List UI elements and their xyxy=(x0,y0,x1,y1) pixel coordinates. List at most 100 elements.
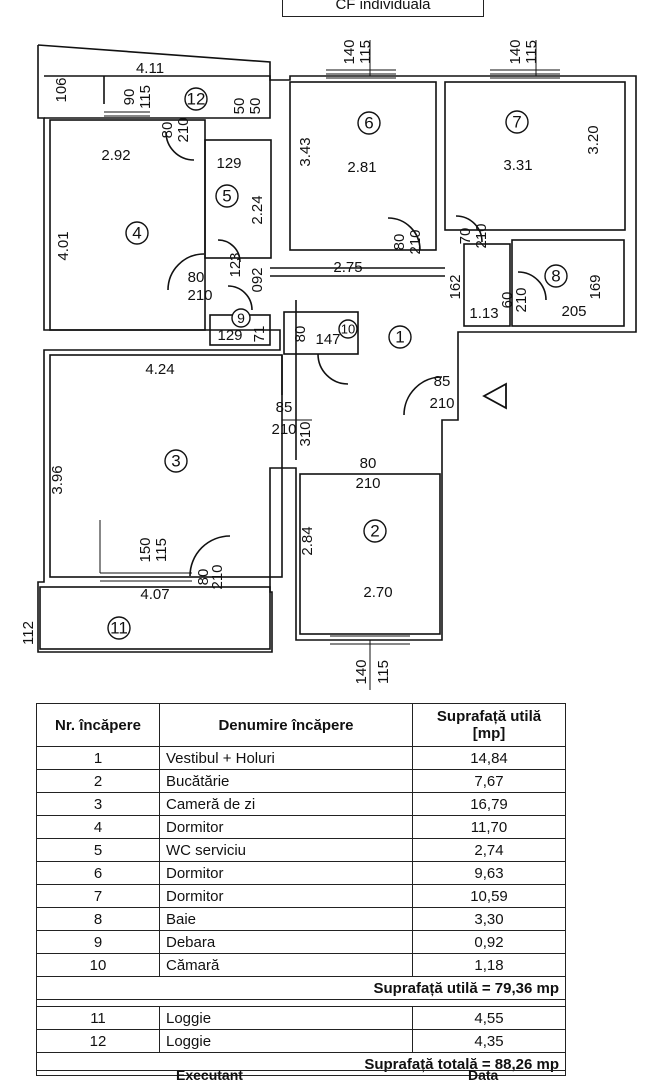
dim-label: 210 xyxy=(271,421,296,438)
dim-label: 3.31 xyxy=(503,157,532,174)
dim-label: 4.11 xyxy=(136,60,164,77)
cell-nr: 3 xyxy=(36,792,160,816)
column-header-area: Suprafață utilă [mp] xyxy=(412,703,566,747)
dim-label: 4.07 xyxy=(140,586,169,603)
column-header-name: Denumire încăpere xyxy=(159,703,413,747)
dim-label: 210 xyxy=(175,117,192,142)
room-number-6: 6 xyxy=(364,114,373,133)
useful-total-row: Suprafață utilă = 79,36 mp xyxy=(36,976,566,1000)
dim-label: 140 xyxy=(353,659,370,684)
cell-area: 10,59 xyxy=(412,884,566,908)
cell-name: Vestibul + Holuri xyxy=(159,746,413,770)
room-number-5: 5 xyxy=(222,187,231,206)
cell-name: Bucătărie xyxy=(159,769,413,793)
cell-area: 4,55 xyxy=(412,1006,566,1030)
dim-label: 147 xyxy=(315,331,340,348)
cell-nr: 6 xyxy=(36,861,160,885)
date-label: Data xyxy=(468,1067,499,1083)
dim-label: 50 xyxy=(231,98,248,115)
executant-label: Executant xyxy=(176,1067,243,1083)
dim-label: 3.20 xyxy=(585,125,602,154)
dim-label: 2.84 xyxy=(299,526,316,555)
dim-label: 85 xyxy=(276,399,293,416)
cell-nr: 10 xyxy=(36,953,160,977)
dim-label: 205 xyxy=(561,303,586,320)
area-table: Nr. încăpere Denumire încăpere Suprafață… xyxy=(36,703,566,1076)
cell-area: 11,70 xyxy=(412,815,566,839)
cell-nr: 9 xyxy=(36,930,160,954)
table-header-row: Nr. încăpere Denumire încăpere Suprafață… xyxy=(36,703,566,747)
dim-label: 115 xyxy=(137,85,154,109)
room-number-12: 12 xyxy=(187,90,206,109)
cell-name: Loggie xyxy=(159,1029,413,1053)
dim-label: 1.13 xyxy=(469,305,498,322)
dim-label: 50 xyxy=(247,98,264,115)
room-7-outline xyxy=(444,81,626,231)
header-tab: CF individuala xyxy=(282,0,484,17)
dim-label: 3.43 xyxy=(297,137,314,166)
cell-area: 2,74 xyxy=(412,838,566,862)
cell-area: 9,63 xyxy=(412,861,566,885)
dim-label: 210 xyxy=(355,475,380,492)
dim-label: 106 xyxy=(53,77,70,102)
dim-label: 310 xyxy=(297,421,314,446)
room-number-9: 9 xyxy=(237,310,245,326)
cell-nr: 8 xyxy=(36,907,160,931)
dim-label: 210 xyxy=(407,229,424,254)
dim-label: 90 xyxy=(121,89,138,106)
dim-label: 115 xyxy=(375,660,392,684)
dim-label: 80 xyxy=(188,269,205,286)
dim-label: 80 xyxy=(360,455,377,472)
cell-nr: 1 xyxy=(36,746,160,770)
dim-label: 115 xyxy=(523,40,540,64)
room-8-outline xyxy=(511,239,625,327)
cell-name: Debara xyxy=(159,930,413,954)
dim-label: 60 xyxy=(499,292,516,309)
room-number-4: 4 xyxy=(132,224,141,243)
cell-name: Cămară xyxy=(159,953,413,977)
cell-area: 0,92 xyxy=(412,930,566,954)
cell-nr: 12 xyxy=(36,1029,160,1053)
column-header-nr: Nr. încăpere xyxy=(36,703,160,747)
room-number-3: 3 xyxy=(171,452,180,471)
cell-area: 3,30 xyxy=(412,907,566,931)
dim-label: 115 xyxy=(357,40,374,64)
dim-label: 112 xyxy=(20,621,37,645)
dim-label: 210 xyxy=(209,564,226,589)
footer-row: Executant Data xyxy=(36,1067,566,1085)
cell-area: 16,79 xyxy=(412,792,566,816)
grand-total: Suprafață totală = 88,26 mp xyxy=(36,1052,566,1076)
dim-label: 162 xyxy=(447,274,464,299)
dim-label: 85 xyxy=(434,373,451,390)
cell-name: Dormitor xyxy=(159,884,413,908)
dim-label: 3.96 xyxy=(49,465,66,494)
dim-label: 123 xyxy=(227,252,244,277)
room-2-outline xyxy=(299,473,441,635)
cell-name: Dormitor xyxy=(159,861,413,885)
room-number-1: 1 xyxy=(395,328,404,347)
dim-label: 140 xyxy=(507,39,524,64)
loggia-11-outline xyxy=(39,586,271,650)
cell-nr: 11 xyxy=(36,1006,160,1030)
cell-name: Baie xyxy=(159,907,413,931)
dim-label: 80 xyxy=(159,122,176,139)
cell-name: Loggie xyxy=(159,1006,413,1030)
floor-plan: 1 2 3 4 5 6 7 8 9 10 11 12 4.11 2.92 129… xyxy=(20,39,637,690)
table-spacer xyxy=(36,999,566,1007)
cell-area: 7,67 xyxy=(412,769,566,793)
dim-label: 210 xyxy=(187,287,212,304)
dim-label: 210 xyxy=(473,223,490,248)
room-6-outline xyxy=(289,81,437,251)
room-number-11: 11 xyxy=(110,619,128,638)
dim-label: 140 xyxy=(341,39,358,64)
